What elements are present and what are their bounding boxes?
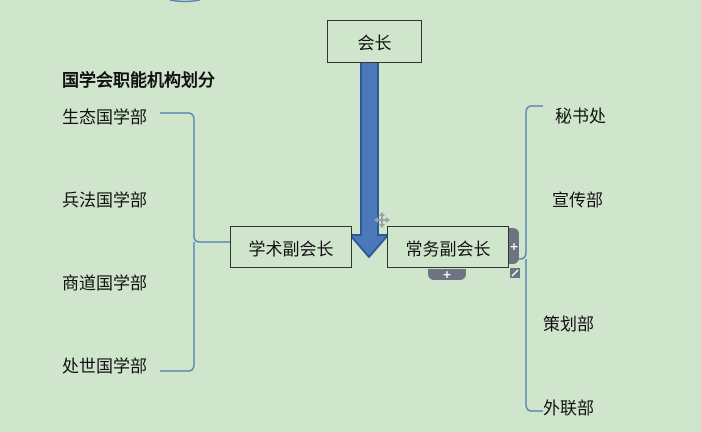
diagram-title: 国学会职能机构划分 — [62, 71, 215, 91]
resize-corner-icon[interactable] — [510, 268, 520, 278]
left-department-3[interactable]: 商道国学部 — [62, 274, 147, 294]
right-department-3[interactable]: 策划部 — [543, 315, 594, 335]
bottom-add-handle[interactable]: + — [428, 269, 466, 280]
right-department-1[interactable]: 秘书处 — [555, 107, 606, 127]
right-bracket[interactable] — [510, 105, 543, 412]
academic-vp-box[interactable]: 学术副会长 — [230, 226, 352, 268]
left-department-4[interactable]: 处世国学部 — [62, 357, 147, 377]
move-icon — [374, 212, 390, 228]
plus-icon: + — [442, 268, 452, 281]
left-bracket[interactable] — [160, 112, 230, 372]
executive-vp-box[interactable]: 常务副会长 — [387, 226, 509, 268]
left-department-2[interactable]: 兵法国学部 — [62, 191, 147, 211]
president-box[interactable]: 会长 — [327, 20, 422, 63]
right-department-4[interactable]: 外联部 — [543, 399, 594, 419]
top-edge-stroke — [169, 0, 201, 3]
down-arrow — [349, 61, 389, 258]
right-department-2[interactable]: 宣传部 — [552, 191, 603, 211]
plus-icon: + — [509, 239, 519, 253]
right-add-handle[interactable]: + — [509, 228, 519, 264]
left-department-1[interactable]: 生态国学部 — [62, 108, 147, 128]
